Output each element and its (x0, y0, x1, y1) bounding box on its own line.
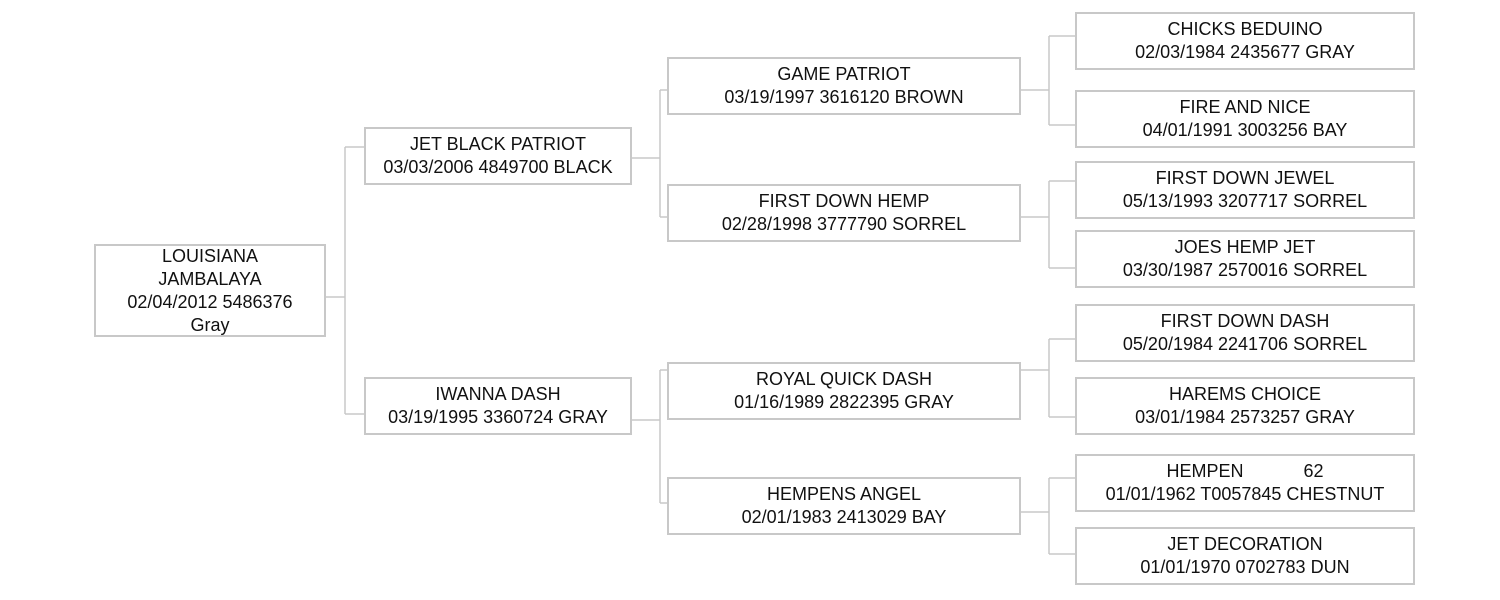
horse-box-dam-dam: HEMPENS ANGEL 02/01/1983 2413029 BAY (667, 477, 1021, 535)
horse-box-ggp-5: FIRST DOWN DASH 05/20/1984 2241706 SORRE… (1075, 304, 1415, 362)
horse-name: HAREMS CHOICE (1168, 384, 1321, 404)
horse-name: FIRST DOWN JEWEL (1155, 168, 1335, 188)
horse-box-ggp-2: FIRE AND NICE 04/01/1991 3003256 BAY (1075, 90, 1415, 148)
connector-first-down-hemp-parents (1021, 180, 1075, 269)
horse-name: JET BLACK PATRIOT (409, 134, 587, 154)
horse-info: 02/03/1984 2435677 GRAY (1135, 42, 1355, 62)
horse-name: FIRST DOWN DASH (1160, 311, 1330, 331)
connector-game-patriot-parents (1021, 35, 1075, 126)
connector-royal-quick-dash-parents (1021, 338, 1075, 418)
horse-name: FIRST DOWN HEMP (758, 191, 930, 211)
horse-box-ggp-7: HEMPEN 62 01/01/1962 T0057845 CHESTNUT (1075, 454, 1415, 512)
horse-box-dam-sire: ROYAL QUICK DASH 01/16/1989 2822395 GRAY (667, 362, 1021, 420)
horse-box-ggp-8: JET DECORATION 01/01/1970 0702783 DUN (1075, 527, 1415, 585)
horse-box-subject: LOUISIANA JAMBALAYA 02/04/2012 5486376 G… (94, 244, 326, 337)
horse-name: IWANNA DASH (435, 384, 561, 404)
horse-name: GAME PATRIOT (777, 64, 911, 84)
horse-color: Gray (190, 314, 230, 335)
horse-info: 03/19/1995 3360724 GRAY (388, 407, 608, 427)
horse-name: FIRE AND NICE (1179, 97, 1311, 117)
horse-name: CHICKS BEDUINO (1167, 19, 1323, 39)
horse-info: 05/13/1993 3207717 SORREL (1122, 191, 1368, 211)
horse-info: 03/03/2006 4849700 BLACK (383, 157, 613, 177)
connector-dam-grandparents (632, 369, 667, 504)
horse-info: 02/04/2012 5486376 (127, 291, 293, 312)
horse-box-ggp-4: JOES HEMP JET 03/30/1987 2570016 SORREL (1075, 230, 1415, 288)
horse-name-line2: JAMBALAYA (158, 268, 262, 289)
horse-box-ggp-3: FIRST DOWN JEWEL 05/13/1993 3207717 SORR… (1075, 161, 1415, 219)
horse-info: 01/16/1989 2822395 GRAY (734, 392, 954, 412)
horse-info: 03/30/1987 2570016 SORREL (1122, 260, 1368, 280)
horse-info: 02/28/1998 3777790 SORREL (721, 214, 967, 234)
connector-sire-grandparents (632, 89, 667, 218)
horse-box-sire: JET BLACK PATRIOT 03/03/2006 4849700 BLA… (364, 127, 632, 185)
horse-name: HEMPENS ANGEL (766, 484, 922, 504)
horse-box-dam: IWANNA DASH 03/19/1995 3360724 GRAY (364, 377, 632, 435)
horse-box-ggp-6: HAREMS CHOICE 03/01/1984 2573257 GRAY (1075, 377, 1415, 435)
horse-name: JET DECORATION (1167, 534, 1323, 554)
connector-subject-parents (326, 146, 364, 415)
horse-box-sire-sire: GAME PATRIOT 03/19/1997 3616120 BROWN (667, 57, 1021, 115)
horse-box-sire-dam: FIRST DOWN HEMP 02/28/1998 3777790 SORRE… (667, 184, 1021, 242)
horse-info: 04/01/1991 3003256 BAY (1142, 120, 1348, 140)
horse-box-ggp-1: CHICKS BEDUINO 02/03/1984 2435677 GRAY (1075, 12, 1415, 70)
horse-name: ROYAL QUICK DASH (755, 369, 933, 389)
horse-info: 01/01/1962 T0057845 CHESTNUT (1105, 484, 1385, 504)
horse-name-line1: LOUISIANA (161, 245, 259, 266)
horse-info: 05/20/1984 2241706 SORREL (1122, 334, 1368, 354)
connector-hempens-angel-parents (1021, 477, 1075, 555)
horse-info: 01/01/1970 0702783 DUN (1140, 557, 1350, 577)
horse-name: HEMPEN 62 (1166, 461, 1324, 481)
horse-info: 03/01/1984 2573257 GRAY (1135, 407, 1355, 427)
horse-name: JOES HEMP JET (1174, 237, 1316, 257)
horse-info: 02/01/1983 2413029 BAY (741, 507, 947, 527)
horse-info: 03/19/1997 3616120 BROWN (724, 87, 964, 107)
